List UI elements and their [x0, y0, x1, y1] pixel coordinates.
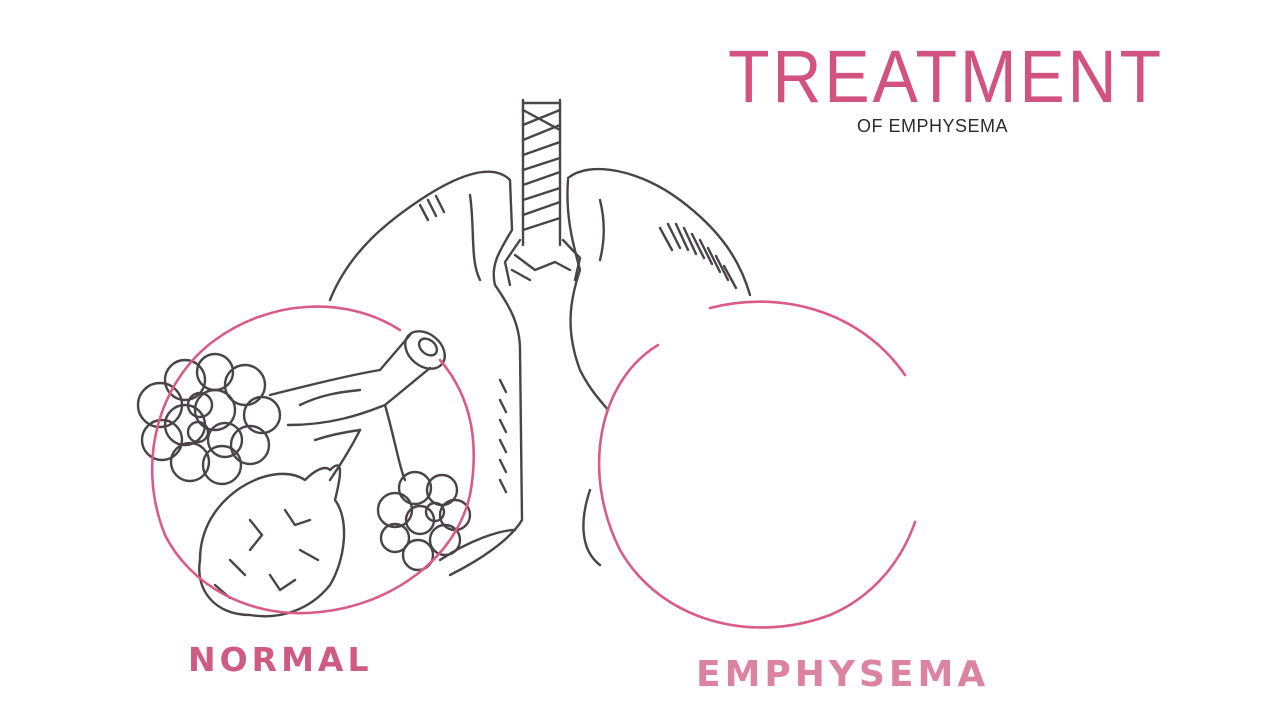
- left-lung: [566, 167, 752, 567]
- emphysema-magnification-circle: [597, 300, 917, 629]
- normal-label: NORMAL: [188, 640, 373, 679]
- trachea: [503, 98, 582, 287]
- right-lung: [328, 170, 524, 577]
- emphysema-label: EMPHYSEMA: [696, 654, 990, 695]
- normal-magnification-circle: [150, 305, 476, 615]
- page-subtitle: OF EMPHYSEMA: [857, 116, 1009, 136]
- page-title: TREATMENT: [728, 35, 1164, 118]
- damaged-alveoli: [198, 464, 346, 618]
- bronchiole: [268, 330, 446, 482]
- healthy-alveoli: [136, 352, 472, 572]
